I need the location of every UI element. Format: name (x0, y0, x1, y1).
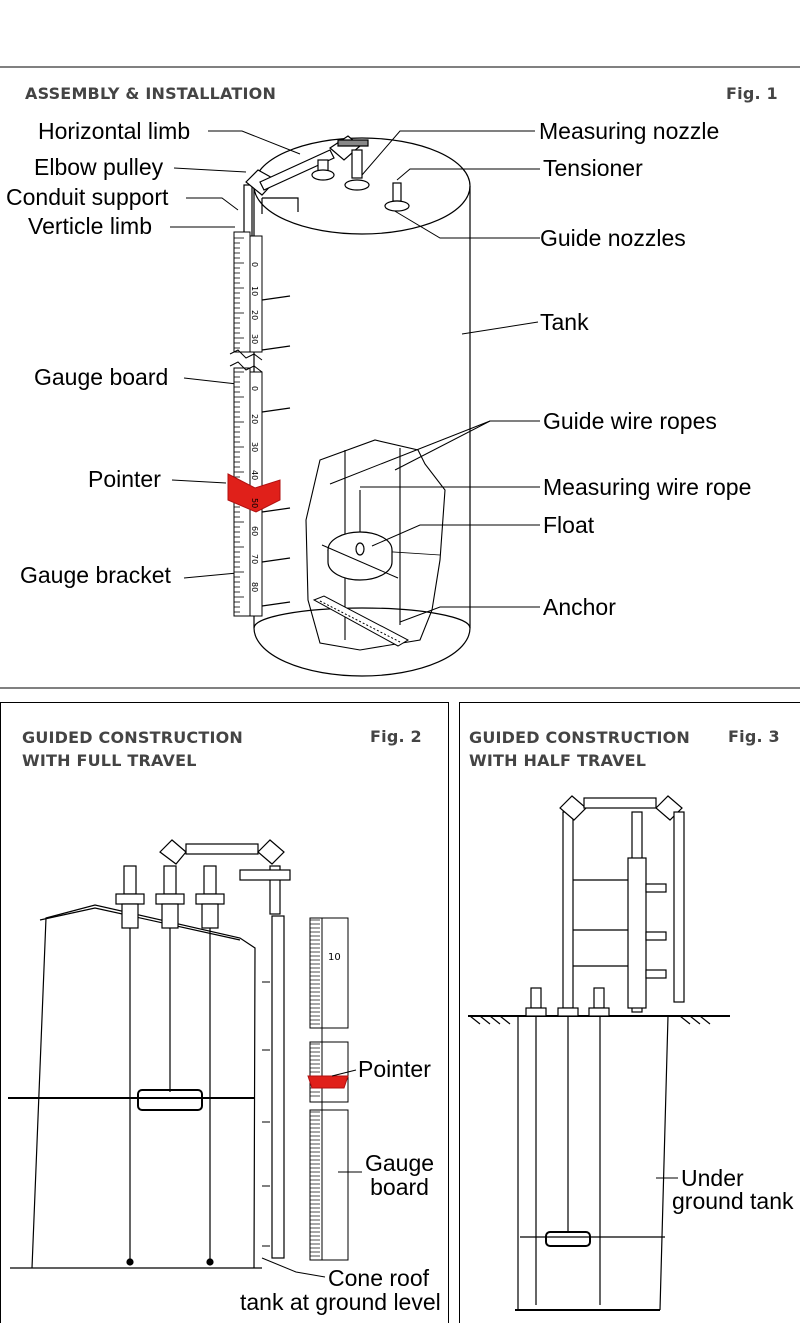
label-gauge-bracket: Gauge bracket (20, 562, 171, 588)
gauge-scale-number: 30 (250, 334, 259, 344)
fig2-title: GUIDED CONSTRUCTION WITH FULL TRAVEL (22, 726, 243, 772)
gauge-scale-number: 20 (250, 414, 259, 424)
label-conduit-support: Conduit support (6, 184, 169, 210)
fig1-number: Fig. 1 (726, 84, 778, 103)
fig2-gauge-board (309, 917, 349, 1261)
gauge-scale-number: 50 (250, 498, 259, 508)
gauge-scale-number: 30 (250, 442, 259, 452)
gauge-scale-number: 0 (250, 386, 259, 391)
fig2-frame (0, 702, 449, 1323)
fig2-label-gauge-board: Gauge board (365, 1152, 434, 1199)
fig1-float (321, 531, 399, 581)
label-pointer: Pointer (88, 466, 161, 492)
fig3-label-ground-tank: ground tank (672, 1188, 794, 1214)
fig2-label-gauge-line1: Gauge (365, 1150, 435, 1176)
gauge-scale-number: 80 (250, 582, 259, 592)
fig1-anchor (312, 595, 410, 647)
fig2-title-line1: GUIDED CONSTRUCTION (22, 728, 244, 747)
label-gauge-board: Gauge board (34, 364, 169, 390)
fig1-leaders (170, 130, 540, 623)
fig2-label-gauge-line2: board (370, 1174, 429, 1200)
fig3-label-under: Under (681, 1165, 744, 1191)
label-float: Float (543, 512, 595, 538)
label-elbow-pulley: Elbow pulley (34, 154, 164, 180)
gauge-scale-number: 20 (250, 310, 259, 320)
label-verticle-limb: Verticle limb (28, 213, 152, 239)
fig1-gauge-ticks (234, 237, 244, 613)
label-tensioner: Tensioner (543, 155, 643, 181)
fig2-title-line2: WITH FULL TRAVEL (22, 751, 197, 770)
fig2-number: Fig. 2 (370, 727, 422, 746)
fig3-frame (459, 702, 800, 1323)
fig2-nozzles (115, 839, 291, 1259)
fig3-title: GUIDED CONSTRUCTION WITH HALF TRAVEL (469, 726, 690, 772)
fig3-number: Fig. 3 (728, 727, 780, 746)
fig2-scale-10: 10 (328, 952, 341, 963)
fig3-tank (468, 1015, 730, 1311)
fig2-tank (8, 904, 262, 1269)
fig2-leaders (261, 981, 362, 1278)
gauge-scale-number: 40 (250, 470, 259, 480)
label-measuring-wire-rope: Measuring wire rope (543, 474, 752, 500)
label-horizontal-limb: Horizontal limb (38, 118, 191, 144)
fig3-pipework (525, 795, 685, 1017)
fig1-gauge-brackets (261, 295, 291, 607)
gauge-scale-number: 0 (250, 262, 259, 267)
fig1-tank (253, 137, 471, 677)
gauge-scale-number: 10 (250, 286, 259, 296)
fig2-pointer (307, 1075, 349, 1089)
label-anchor: Anchor (543, 594, 616, 620)
fig2-label-cone-line1: Cone roof (328, 1265, 430, 1291)
gauge-scale-number: 70 (250, 554, 259, 564)
gauge-scale-number: 60 (250, 526, 259, 536)
label-measuring-nozzle: Measuring nozzle (539, 118, 720, 144)
fig3-title-line1: GUIDED CONSTRUCTION (469, 728, 691, 747)
label-guide-wire-ropes: Guide wire ropes (543, 408, 717, 434)
label-tank: Tank (540, 309, 589, 335)
label-guide-nozzles: Guide nozzles (540, 225, 686, 251)
fig2-label-pointer: Pointer (358, 1056, 431, 1082)
fig1-pipework (243, 135, 410, 241)
fig2-label-cone-line2: tank at ground level (240, 1289, 441, 1315)
fig1-title: ASSEMBLY & INSTALLATION (25, 84, 277, 103)
fig2-gauge-ticks (310, 919, 320, 1257)
fig1-pointer (227, 473, 281, 513)
fig3-title-line2: WITH HALF TRAVEL (469, 751, 647, 770)
